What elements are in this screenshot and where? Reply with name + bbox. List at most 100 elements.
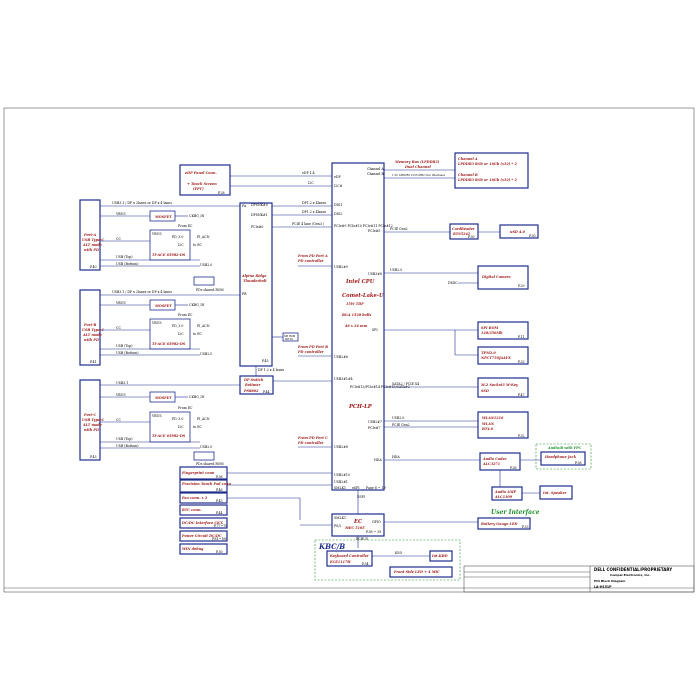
audio-codec-part: ALC3271 — [482, 462, 500, 466]
port-c-ckbg: CKBG_IN — [189, 395, 205, 399]
windebug-box[interactable] — [179, 543, 228, 555]
cardreader-block[interactable] — [449, 223, 479, 240]
port-c-name: Port-C — [83, 413, 96, 417]
port-b-int: PI_ACN — [197, 324, 210, 328]
wlan-sub2: BT4.0 — [481, 427, 494, 431]
confidential-label: DELL CONFIDENTIAL/PROPRIETARY — [594, 567, 672, 572]
port-b-line3: with PD — [84, 338, 99, 342]
usd-block[interactable] — [499, 224, 539, 239]
power-box[interactable] — [179, 530, 228, 542]
port-b-box[interactable] — [79, 289, 101, 366]
tb-pcie-port: PCIe#0 — [251, 225, 263, 229]
port-a-usb: USB3.1 / DP x 2lanes or DP x 4 lanes — [112, 201, 172, 205]
pd-b-ctrl: PD controller — [297, 350, 324, 354]
audio-codec-title: Audio Codec — [482, 457, 508, 461]
battery-led-label: Battery Gauge LED — [480, 522, 518, 526]
windebug-label: WIN debug — [182, 547, 204, 551]
spirom-block[interactable] — [477, 321, 529, 340]
port-ddi1: DDI1 — [334, 203, 342, 207]
tb-sub: Thunderbolt — [243, 279, 267, 283]
dcdc-label: DC/DC Interface CKT. — [181, 521, 223, 525]
headphone-jack: Headphone Jack — [544, 455, 577, 459]
cardreader-title: CardReader — [452, 227, 475, 231]
port-a-box[interactable] — [79, 199, 101, 271]
audio-amp-block[interactable] — [491, 486, 523, 501]
int-kbd-block[interactable] — [429, 550, 453, 562]
fan-label: Fan conn. x 2 — [181, 496, 208, 500]
port-c-shared-rom[interactable] — [193, 451, 215, 461]
port-a-vbus2: VBUS — [151, 232, 162, 236]
wlan-sub1: WLAN — [482, 422, 495, 426]
m2-page: P.47 — [518, 393, 525, 397]
port-c-usb-top: USB (Top) — [116, 437, 133, 441]
port-pcie-group: PCIe#9 PCIe#10 PCIe#11 PCIe#12 — [334, 224, 393, 228]
port-a-to-ec: to EC — [193, 243, 203, 247]
dcdc-box[interactable] — [179, 517, 228, 529]
port-c-cc: CC — [116, 418, 121, 422]
edp-sub: + Touch Screen — [187, 182, 217, 186]
port-usb2-6: USB2#6 — [334, 355, 348, 359]
port-a-cc: CC — [116, 237, 121, 241]
wlan-page: P.32 — [518, 434, 525, 438]
spirom-page: P.11 — [518, 335, 525, 339]
rtc-box[interactable] — [179, 504, 228, 516]
touchpad-box[interactable] — [179, 479, 228, 493]
mem-box-cha-spec: LPDDR3 8Gb or 16Gb (x32) * 2 — [457, 162, 517, 166]
pd-a-ctrl: PD controller — [297, 259, 324, 263]
port-b-from-ec: From EC — [178, 313, 193, 317]
memory-channel-box[interactable] — [454, 152, 529, 189]
cardreader-sig: PCIE Gen2 — [390, 227, 408, 231]
spirom-sub: 128/256Mb — [481, 331, 503, 335]
port-a-line3: with PD — [84, 248, 99, 252]
m2-sig: SATA2 / PCIE X4 — [392, 382, 419, 386]
wlan-title: WLAN1216 — [482, 416, 504, 420]
port-usb31-4: USB3#1#4 — [334, 377, 353, 381]
tpm-title: TPM2.0 — [481, 351, 496, 355]
port-a-i2c: I2C — [178, 243, 184, 247]
port-b-i2c: I2C — [178, 332, 184, 336]
m2-title: M.2 Socket3 M-Key — [480, 383, 519, 387]
rtc-label: RTC conn. — [181, 508, 202, 512]
port-a-usb20: USB2.0 — [200, 263, 212, 267]
camera-block[interactable] — [477, 265, 529, 290]
cpu-page: Page 6 ~ 19 — [366, 486, 386, 490]
port-a-page: P.40 — [90, 265, 97, 269]
tpm-page: P.33 — [518, 360, 525, 364]
cardreader-part: RTS5242 — [452, 232, 471, 236]
port-c-chip: TI-ACE 65982-DS — [152, 434, 186, 438]
wlan-block[interactable] — [477, 411, 529, 439]
headphone-jack-block[interactable] — [540, 451, 586, 466]
keyboard-ctrl-page: P.34 — [362, 562, 369, 566]
tb-pa: PA — [242, 204, 247, 208]
speaker-block[interactable] — [539, 485, 573, 500]
port-b-pd: PD_3.0 — [172, 324, 183, 328]
audio-codec-page: P.36 — [510, 466, 517, 470]
port-c-to-ec: to EC — [193, 425, 203, 429]
port-a-shared-rom[interactable] — [193, 276, 215, 286]
cardreader-page: P.30 — [468, 235, 475, 239]
pd-c-ctrl: PD controller — [297, 441, 324, 445]
battery-led-block[interactable] — [477, 517, 531, 530]
rtc-page: P.44 — [216, 511, 223, 515]
port-usb2-7: USB2#7 — [368, 420, 382, 424]
sheet-frame — [3, 107, 695, 593]
edp-panel-block[interactable] — [179, 164, 231, 196]
port-c-pd-shared: PDs shared ROM — [196, 462, 224, 466]
ec-page: P.38 ~ 39 — [366, 530, 381, 534]
dcdc-page: P.77~78 — [214, 524, 227, 528]
company-label: Compal Electronics, Inc. — [610, 573, 651, 577]
tb-title: Alpine Ridge — [241, 274, 267, 278]
front-led-block[interactable] — [389, 566, 453, 578]
port-c-pd: PD_3.0 — [172, 417, 183, 421]
mem-chb-port: Channel B — [367, 172, 384, 176]
m2-block[interactable] — [477, 377, 529, 398]
port-c-int: PI_ACN — [197, 417, 210, 421]
port-a-chip: TI-ACE 65982-DS — [152, 253, 186, 257]
keyboard-ctrl-block[interactable] — [326, 550, 373, 567]
port-usb2-1: USB2#1 — [334, 480, 348, 484]
port-a-line1: USB Type-C — [82, 238, 105, 242]
mem-box-cha: Channel A — [458, 157, 478, 161]
tpm-block[interactable] — [477, 346, 529, 365]
port-c-box[interactable] — [79, 379, 101, 461]
camera-dmic: DMIC — [448, 281, 458, 285]
